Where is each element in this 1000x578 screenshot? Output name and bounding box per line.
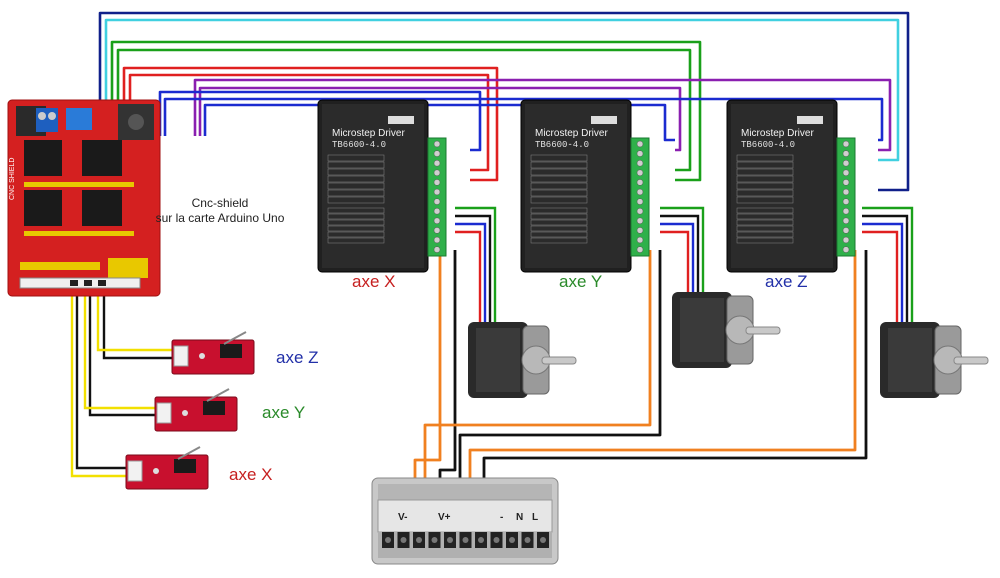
wire-purple2-to-y [198, 86, 682, 152]
wire-red-to-x [122, 66, 499, 182]
psu-terminal-label: L [532, 512, 538, 523]
endstop-x-label: axe X [229, 465, 273, 484]
driver-y-terminals [630, 137, 650, 257]
signal-wires [98, 11, 910, 192]
endstop-wires [70, 285, 175, 478]
endstop-z-label: axe Z [276, 348, 319, 367]
shield-caption-line2: sur la carte Arduino Uno [155, 211, 285, 225]
stepper-motor-z [880, 322, 989, 398]
stepper-motor-x [468, 322, 577, 398]
endstops [125, 331, 255, 490]
motor-wires [455, 206, 914, 322]
driver-x-model: TB6600-4.0 [332, 140, 386, 150]
wire-green2-to-y [116, 48, 692, 172]
psu-terminal-label: V- [398, 512, 407, 523]
endstop-y [154, 388, 238, 432]
driver-y-title: Microstep Driver [535, 128, 608, 139]
wire-green-to-y [110, 40, 702, 182]
endstop-y-label: axe Y [262, 403, 306, 422]
shield-board-text: CNC SHIELD [9, 158, 16, 200]
stepper-motor-y [672, 292, 781, 368]
cnc-shield: CNC SHIELD [7, 99, 161, 297]
driver-z-model: TB6600-4.0 [741, 140, 795, 150]
psu-terminal-label: - [500, 512, 503, 523]
driver-z-terminals [836, 137, 856, 257]
endstop-x [125, 446, 209, 490]
wire-blue2-to-z [163, 97, 884, 142]
shield-pin-header [70, 280, 106, 286]
wire-navy-to-z [98, 11, 910, 192]
stepper-motors [468, 292, 989, 398]
driver-x-title: Microstep Driver [332, 128, 405, 139]
driver-y-label: axe Y [559, 272, 603, 291]
driver-z-label: axe Z [765, 272, 808, 291]
psu-terminal-label: N [516, 512, 523, 523]
psu-terminal-label: V+ [438, 512, 451, 523]
wire-cyan-to-z [104, 18, 900, 162]
wire-blue-to-y [203, 103, 675, 142]
driver-x-label: axe X [352, 272, 396, 291]
endstop-z [171, 331, 255, 375]
driver-y-model: TB6600-4.0 [535, 140, 589, 150]
shield-caption: Cnc-shield sur la carte Arduino Uno [150, 196, 290, 226]
shield-caption-line1: Cnc-shield [191, 196, 249, 210]
wire-red2-to-x [128, 73, 490, 172]
driver-z-title: Microstep Driver [741, 128, 814, 139]
driver-x-terminals [427, 137, 447, 257]
